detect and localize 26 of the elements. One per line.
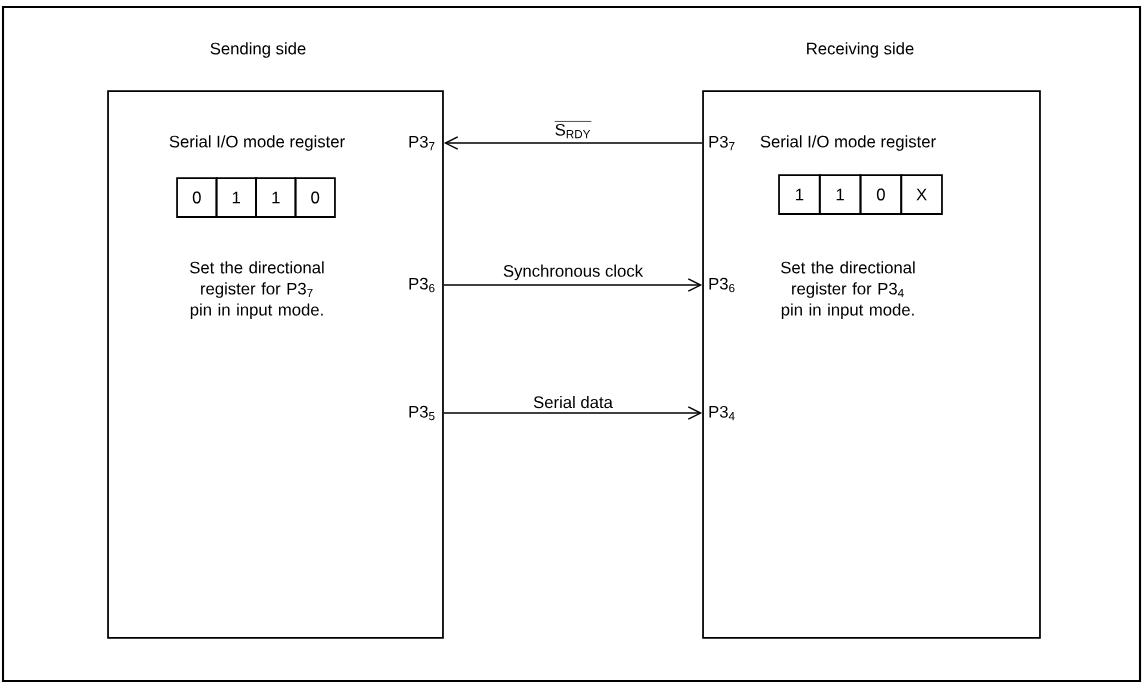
pin-label: P3$_{5}$ — [409, 405, 435, 421]
heading: Receiving side — [807, 42, 914, 58]
register-cell: 0 — [176, 177, 218, 218]
register-cell: 1 — [818, 174, 862, 215]
note-text: Set the directional register for P3$_{4}$ pin in input mode. — [781, 261, 915, 319]
pin-label: P3$_{7}$ — [709, 135, 735, 151]
heading: Sending side — [210, 42, 306, 58]
register-cell: 0 — [859, 174, 903, 215]
pin-label: P3$_{4}$ — [709, 405, 735, 421]
note-text: Set the directional register for P3$_{7}$ pin in input mode. — [190, 261, 324, 319]
register-label: Serial I/O mode register — [760, 135, 936, 151]
edge-label: Serial data — [533, 395, 613, 409]
edge-label: Synchronous clock — [503, 264, 644, 281]
register-cell: 1 — [778, 174, 821, 215]
pin-label: P3$_{7}$ — [409, 135, 435, 151]
arrow — [443, 278, 703, 292]
register-cell: X — [900, 174, 943, 215]
arrow — [443, 406, 703, 420]
register-cell: 1 — [215, 177, 257, 218]
pin-label: P3$_{6}$ — [709, 277, 735, 293]
register-cell: 0 — [294, 177, 336, 218]
register-label: Serial I/O mode register — [169, 135, 345, 151]
pin-label: P3$_{6}$ — [409, 277, 435, 293]
register-cell: 1 — [255, 177, 297, 218]
edge-label: $\overline{\mathrm{S}_{\mathrm{RDY}}}$ — [554, 121, 592, 139]
arrow — [443, 136, 703, 150]
